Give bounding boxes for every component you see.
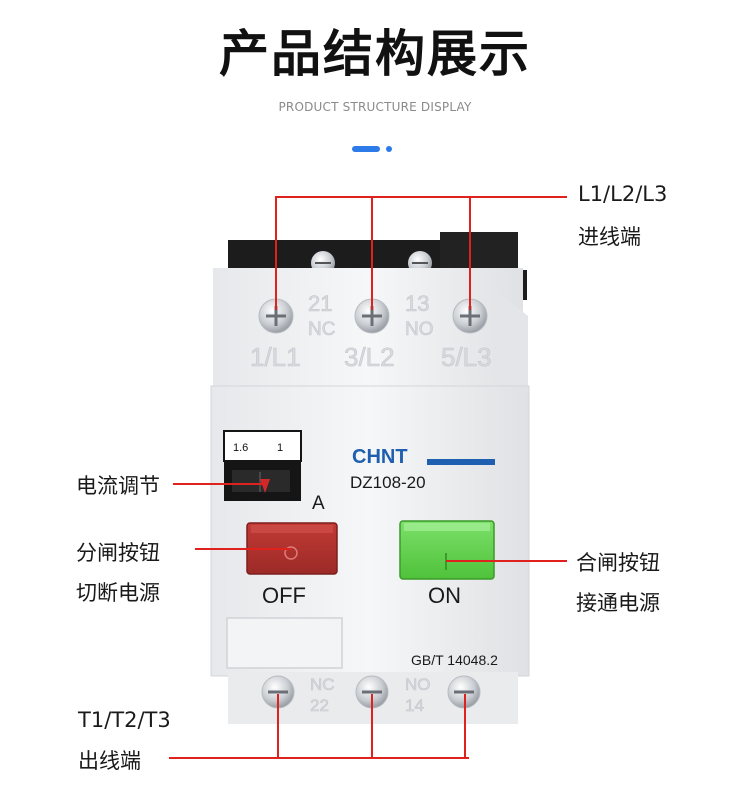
on-label: ON — [428, 583, 461, 608]
terminal-label-1l1: 1/L1 — [250, 342, 301, 372]
bottom-embossed-labels: NC 22 NO 14 — [310, 675, 431, 716]
top-embossed-labels: 21 NC 13 NO 1/L1 3/L2 5/L3 — [250, 291, 492, 373]
callout-current-adjust: 电流调节 — [76, 474, 160, 498]
callout-line-on — [446, 560, 567, 562]
callout-line-output-horizontal — [169, 757, 469, 759]
aux-num-21: 21 — [308, 291, 332, 316]
aux-code-no: NO — [405, 319, 434, 340]
aux-code-no-bottom: NO — [405, 675, 431, 694]
callout-off-button-title: 分闸按钮 — [76, 541, 160, 565]
brand-logo: CHNT — [352, 446, 408, 468]
callout-line-output-t1 — [277, 694, 279, 759]
output-terminal-screws — [261, 675, 481, 709]
standard-label: GB/T 14048.2 — [411, 652, 498, 668]
dial-label-1-6: 1.6 — [233, 442, 248, 454]
terminal-label-5l3: 5/L3 — [441, 342, 492, 372]
callout-input-terminals-desc: 进线端 — [578, 225, 641, 249]
callout-line-output-t2 — [371, 694, 373, 759]
callout-line-current — [173, 483, 263, 485]
callout-line-output-t3 — [464, 694, 466, 759]
title-underline-dot — [386, 146, 392, 152]
label-window — [226, 617, 343, 669]
callout-input-terminals-title: L1/L2/L3 — [578, 182, 668, 206]
callout-on-button-desc: 接通电源 — [576, 591, 660, 615]
aux-code-nc: NC — [308, 319, 335, 340]
aux-num-14: 14 — [405, 696, 424, 715]
aux-num-13: 13 — [405, 291, 429, 316]
callout-line-input-l1 — [275, 196, 277, 310]
callout-line-off — [195, 548, 291, 550]
screw-l1 — [258, 298, 294, 334]
page-title: 产品结构展示 — [219, 25, 531, 83]
model-label: DZ108-20 — [350, 473, 426, 492]
page-subtitle: PRODUCT STRUCTURE DISPLAY — [278, 100, 472, 114]
brand-stripe — [427, 459, 495, 465]
dial-pointer — [260, 479, 270, 493]
terminal-label-3l2: 3/L2 — [344, 342, 395, 372]
callout-line-input-l2 — [371, 196, 373, 310]
dial-label-1: 1 — [277, 442, 283, 454]
callout-output-terminals-title: T1/T2/T3 — [78, 708, 171, 732]
callout-line-input-l3 — [469, 196, 471, 310]
title-underline-dash — [352, 146, 380, 152]
on-button[interactable] — [399, 520, 495, 580]
aux-code-nc-bottom: NC — [310, 675, 335, 694]
unit-label: A — [312, 493, 325, 514]
off-label: OFF — [262, 583, 306, 608]
callout-off-button-desc: 切断电源 — [76, 581, 160, 605]
aux-num-22: 22 — [310, 696, 329, 715]
callout-on-button-title: 合闸按钮 — [576, 551, 660, 575]
callout-output-terminals-desc: 出线端 — [78, 749, 141, 773]
callout-line-input-horizontal — [276, 196, 567, 198]
current-dial[interactable]: 1.6 1 — [223, 430, 302, 501]
